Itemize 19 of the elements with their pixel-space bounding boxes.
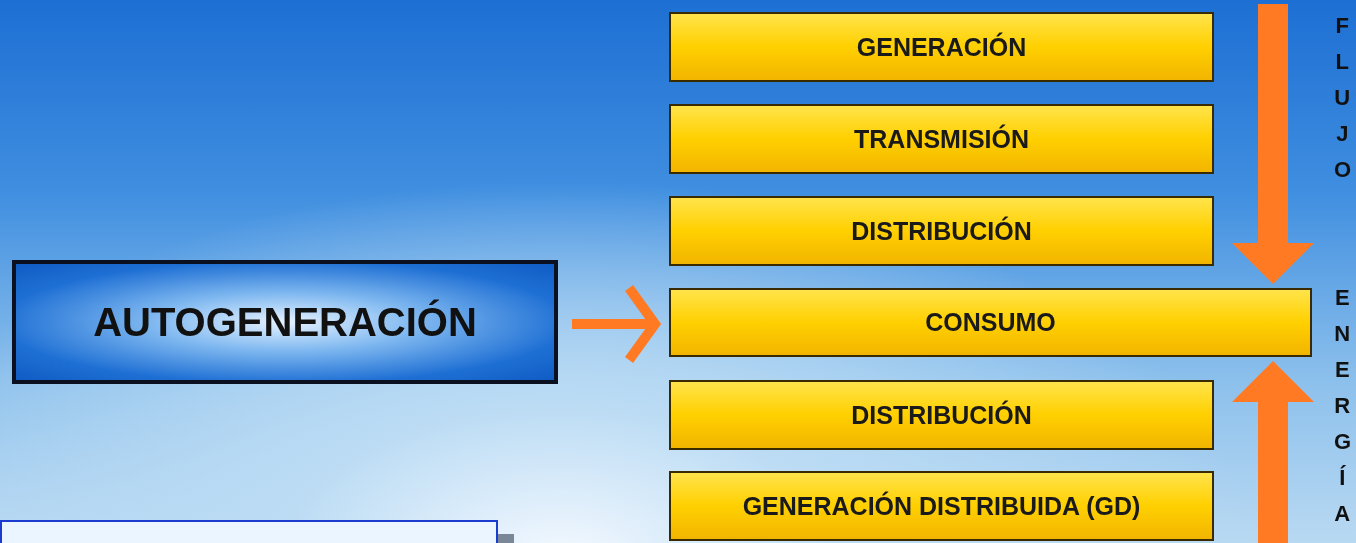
- stage-box: [669, 471, 1214, 541]
- title-box: [12, 260, 558, 384]
- arrow: [1232, 361, 1314, 543]
- vertical-label: ENERGÍA: [1334, 284, 1351, 528]
- box-label: GENERACIÓN: [856, 32, 1027, 62]
- stage-box: [669, 380, 1214, 450]
- stage-box: [669, 288, 1312, 357]
- box-label: CONSUMO: [925, 308, 1056, 337]
- box-label: TRANSMISIÓN: [854, 124, 1029, 154]
- box-label: DISTRIBUCIÓN: [851, 216, 1032, 246]
- vertical-label: FLUJO: [1334, 12, 1351, 184]
- box-label: GENERACIÓN DISTRIBUIDA (GD): [742, 491, 1141, 521]
- stage-box: [669, 196, 1214, 266]
- arrow: [1232, 4, 1314, 284]
- stage-box: [669, 12, 1214, 82]
- box-label: DISTRIBUCIÓN: [851, 400, 1032, 430]
- box-label: AUTOGENERACIÓN: [93, 299, 477, 345]
- stage-box: [669, 104, 1214, 174]
- arrow: [572, 283, 660, 365]
